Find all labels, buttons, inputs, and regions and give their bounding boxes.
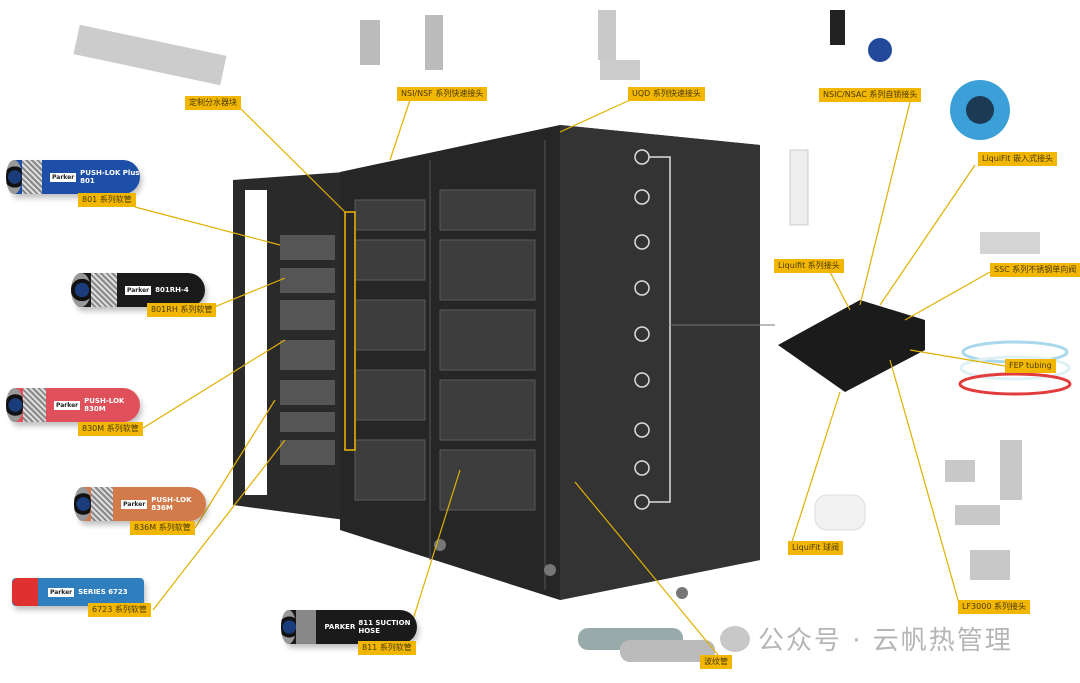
hose-end [12,578,38,606]
hose-text: 811 SUCTION HOSE [358,619,411,635]
label-801: 801 系列软管 [78,193,136,207]
hose-end [281,610,297,644]
open-rack [233,172,356,531]
hose-braid [21,160,43,194]
label-836m: 836M 系列软管 [130,521,195,535]
hose-braid [91,487,114,521]
hose-end [6,388,24,422]
hose-braid [91,273,117,307]
label-corrugated: 波纹管 [700,655,732,669]
label-ssc: SSC 系列不锈钢单向阀 [990,263,1080,277]
hose-brand: PARKER [324,623,356,631]
label-nsi-nsf: NSI/NSF 系列快速接头 [397,87,488,101]
label-801rh: 801RH 系列软管 [147,303,217,317]
label-manifold: 定制分水器块 [185,96,241,110]
hose-end [6,160,22,194]
label-811: 811 系列软管 [358,641,416,655]
label-6723: 6723 系列软管 [88,603,151,617]
hose-text: SERIES 6723 [78,588,128,596]
hose-text: 801RH-4 [155,286,189,294]
hose-brand: Parker [121,499,148,509]
hose-end [74,487,92,521]
hose-brand: Parker [54,400,81,410]
hose-end [71,273,91,307]
hose-brand: Parker [48,587,75,597]
watermark-text: 公众号 · 云帆热管理 [758,626,1013,656]
label-nsic-nsac: NSIC/NSAC 系列自锁接头 [819,88,922,102]
hose-brand: Parker [50,172,77,182]
fittings [73,10,1040,662]
motherboard [778,300,925,392]
label-liquifit-valve: LiquiFit 球阀 [788,541,843,555]
hose-brand: Parker [125,285,152,295]
server-cabinets [340,125,775,600]
hose-wrap [296,610,317,644]
label-liquifit-series: Liquifit 系列接头 [774,259,844,273]
label-liquifit-push: LiquiFit 嵌入式接头 [978,152,1057,166]
leader-lines [134,99,1006,656]
label-830m: 830M 系列软管 [78,422,143,436]
hose-braid [23,388,46,422]
hose-text: PUSH-LOK 836M [151,496,192,512]
hose-text: PUSH-LOK 830M [84,397,125,413]
watermark: 公众号 · 云帆热管理 [720,620,1013,657]
wechat-icon [720,625,750,652]
label-fep: FEP tubing [1005,359,1056,373]
label-uqd: UQD 系列快速接头 [628,87,705,101]
label-lf3000: LF3000 系列接头 [958,600,1030,614]
hose-text: PUSH-LOK Plus 801 [80,169,140,185]
